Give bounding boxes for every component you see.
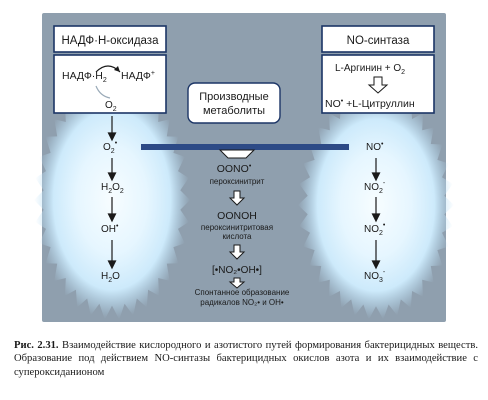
no3-sup: - xyxy=(383,269,386,276)
oxygen-curve-arrow xyxy=(95,85,111,99)
no-radical-sup: • xyxy=(381,141,384,148)
superoxide-sup: • xyxy=(115,140,118,147)
no-hollow-arrow xyxy=(367,76,389,94)
no2-sub-2: 2 xyxy=(379,230,383,237)
no-product-sup: • xyxy=(341,98,344,105)
hollow-arrow-1 xyxy=(228,190,246,206)
figure-caption: Рис. 2.31. Взаимодействие кислородного и… xyxy=(14,339,478,379)
citrulline-label: +L-Цитруллин xyxy=(343,98,415,110)
hollow-arrow-2 xyxy=(228,244,246,260)
hydroxyl-sup: • xyxy=(116,223,119,230)
nadph-oxidase-box xyxy=(53,25,167,53)
peroxynitrous-acid-label-2: кислота xyxy=(222,232,252,241)
water-text: H2O xyxy=(101,271,120,284)
no2-label-2: NO xyxy=(364,224,379,235)
no2-sup-2: • xyxy=(383,222,386,229)
no-synthase-box xyxy=(321,25,435,53)
peroxynitrite-label: пероксинитрит xyxy=(210,177,265,186)
oxygen-label: O xyxy=(105,100,113,111)
right-arrowhead-1 xyxy=(371,172,381,182)
nadp-product-text: НАДФ+ xyxy=(121,70,155,82)
nadph-substrate: НАДФ·Н xyxy=(62,70,103,82)
arginine-sub: 2 xyxy=(401,69,405,76)
caption-label: Рис. 2.31. xyxy=(14,340,59,351)
peroxide-sub2: 2 xyxy=(120,188,124,195)
nadp-product-sup: + xyxy=(151,70,155,77)
funnel-shape xyxy=(218,149,256,159)
left-arrowhead-3 xyxy=(107,213,117,223)
metabolites-line-1: Производные xyxy=(199,91,268,103)
no2-text-2: NO2• xyxy=(364,222,386,237)
hydroxyl-text: OH• xyxy=(101,223,119,235)
no2-text-1: NO2- xyxy=(364,180,386,195)
water-tail: O xyxy=(112,271,120,282)
left-chain-arrows xyxy=(107,116,117,270)
right-chain-arrows xyxy=(371,158,381,270)
nadph-curve-arrowhead xyxy=(114,66,120,72)
left-arrowhead-1 xyxy=(107,132,117,142)
superoxide-label: O xyxy=(103,142,111,153)
oono-text: OONO• xyxy=(217,163,252,175)
no-product: NO xyxy=(325,98,341,110)
superoxide-sub: 2 xyxy=(111,148,115,155)
no2-label-1: NO xyxy=(364,182,379,193)
no3-text: NO3- xyxy=(364,269,386,284)
oono-label: OONO xyxy=(217,163,249,175)
peroxide-tail: O xyxy=(112,182,120,193)
no2-sub-1: 2 xyxy=(379,188,383,195)
peroxynitrous-acid-label-1: пероксинитритовая xyxy=(201,223,273,232)
peroxide-label: H xyxy=(101,182,108,193)
left-arrowhead-4 xyxy=(107,260,117,270)
connector-bar xyxy=(141,144,349,150)
no2-sup-1: - xyxy=(383,180,386,187)
no3-sub: 3 xyxy=(379,277,383,284)
oonoh-text: OONOH xyxy=(217,210,257,222)
spontaneous-label-1: Спонтанное образование xyxy=(195,288,290,297)
no3-label: NO xyxy=(364,271,379,282)
citrulline-text: NO• +L-Цитруллин xyxy=(325,98,415,110)
oxygen-sub: 2 xyxy=(113,106,117,113)
spontaneous-label-2: радикалов NO₂• и OH• xyxy=(200,298,284,307)
nadp-product: НАДФ xyxy=(121,70,151,82)
arginine-text: L-Аргинин + O2 xyxy=(335,63,405,76)
oono-sup: • xyxy=(249,163,252,170)
peroxide-text: H2O2 xyxy=(101,182,124,195)
superoxide-text: O2• xyxy=(103,140,118,155)
nadph-substrate-sub: 2 xyxy=(103,77,107,84)
nadph-oxidase-title: НАДФ·Н-оксидаза xyxy=(62,35,160,47)
nadph-reaction-text: НАДФ·Н2 xyxy=(62,70,107,84)
no-synthase-title: NO-синтаза xyxy=(347,35,410,47)
hydroxyl-label: OH xyxy=(101,224,116,235)
peroxide-sub: 2 xyxy=(108,188,112,195)
no-radical-text: NO• xyxy=(366,141,384,153)
no-radical-label: NO xyxy=(366,142,381,153)
oxygen-text: O2 xyxy=(105,100,117,113)
arginine-label: L-Аргинин + O xyxy=(335,63,401,74)
metabolites-box xyxy=(187,82,281,124)
left-arrowhead-2 xyxy=(107,172,117,182)
metabolites-line-2: метаболиты xyxy=(203,105,265,117)
caption-text: Взаимодействие кислородного и азотистого… xyxy=(14,340,478,378)
hollow-arrow-3 xyxy=(228,277,246,289)
water-label: H xyxy=(101,271,108,282)
right-arrowhead-3 xyxy=(371,260,381,270)
nadph-reaction-box xyxy=(53,54,167,114)
right-arrowhead-2 xyxy=(371,213,381,223)
water-sub: 2 xyxy=(108,277,112,284)
radicals-text: [•NO₂•OH•] xyxy=(212,265,262,276)
